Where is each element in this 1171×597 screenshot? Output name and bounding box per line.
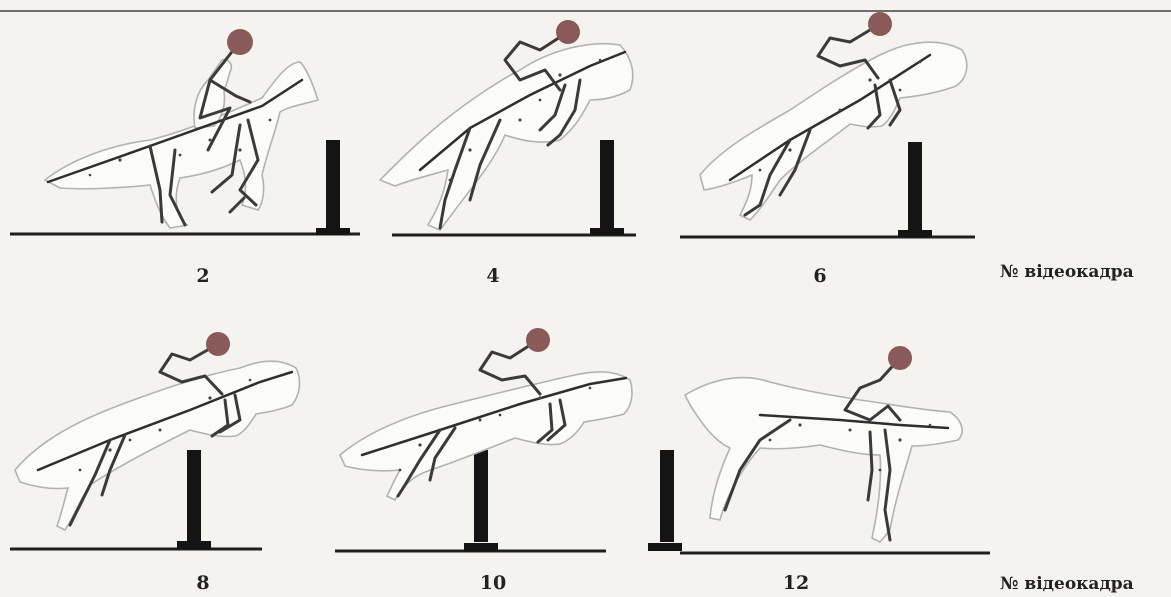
obstacle-base — [898, 230, 932, 237]
rider-head — [556, 20, 580, 44]
rider-head — [888, 346, 912, 370]
row-caption-bottom: № відеокадра — [1000, 574, 1134, 594]
obstacle-post — [600, 140, 614, 232]
rider-body — [818, 24, 880, 78]
frame-label: 8 — [173, 572, 233, 594]
frame-label: 4 — [463, 265, 523, 287]
obstacle-base — [464, 543, 498, 551]
rider-head — [227, 29, 253, 55]
frame-12-figure — [648, 346, 990, 553]
frame-label: 10 — [463, 572, 523, 594]
obstacle-base — [590, 228, 624, 235]
frame-10-figure — [335, 328, 632, 551]
frame-label: 12 — [766, 572, 826, 594]
obstacle-post — [660, 450, 674, 542]
rider-head — [868, 12, 892, 36]
obstacle-base — [177, 541, 211, 549]
frame-8-figure — [10, 332, 299, 549]
horse-outline — [685, 378, 962, 542]
row-caption-top: № відеокадра — [1000, 262, 1134, 282]
frame-label: 6 — [790, 265, 850, 287]
obstacle-post — [908, 142, 922, 234]
rider-head — [526, 328, 550, 352]
frame-4-figure — [380, 20, 636, 235]
frame-6-figure — [680, 12, 975, 237]
horse-spine — [730, 55, 930, 180]
horse-outline — [700, 42, 967, 220]
obstacle-base — [316, 228, 350, 235]
frame-label: 2 — [173, 265, 233, 287]
obstacle-post — [474, 450, 488, 542]
rider-head — [206, 332, 230, 356]
frame-2-figure — [10, 29, 360, 235]
horse-outline — [380, 44, 633, 230]
obstacle-post — [187, 450, 201, 542]
obstacle-base — [648, 543, 682, 551]
horse-outline — [45, 62, 318, 228]
obstacle-post — [326, 140, 340, 232]
horse-outline — [15, 361, 299, 530]
